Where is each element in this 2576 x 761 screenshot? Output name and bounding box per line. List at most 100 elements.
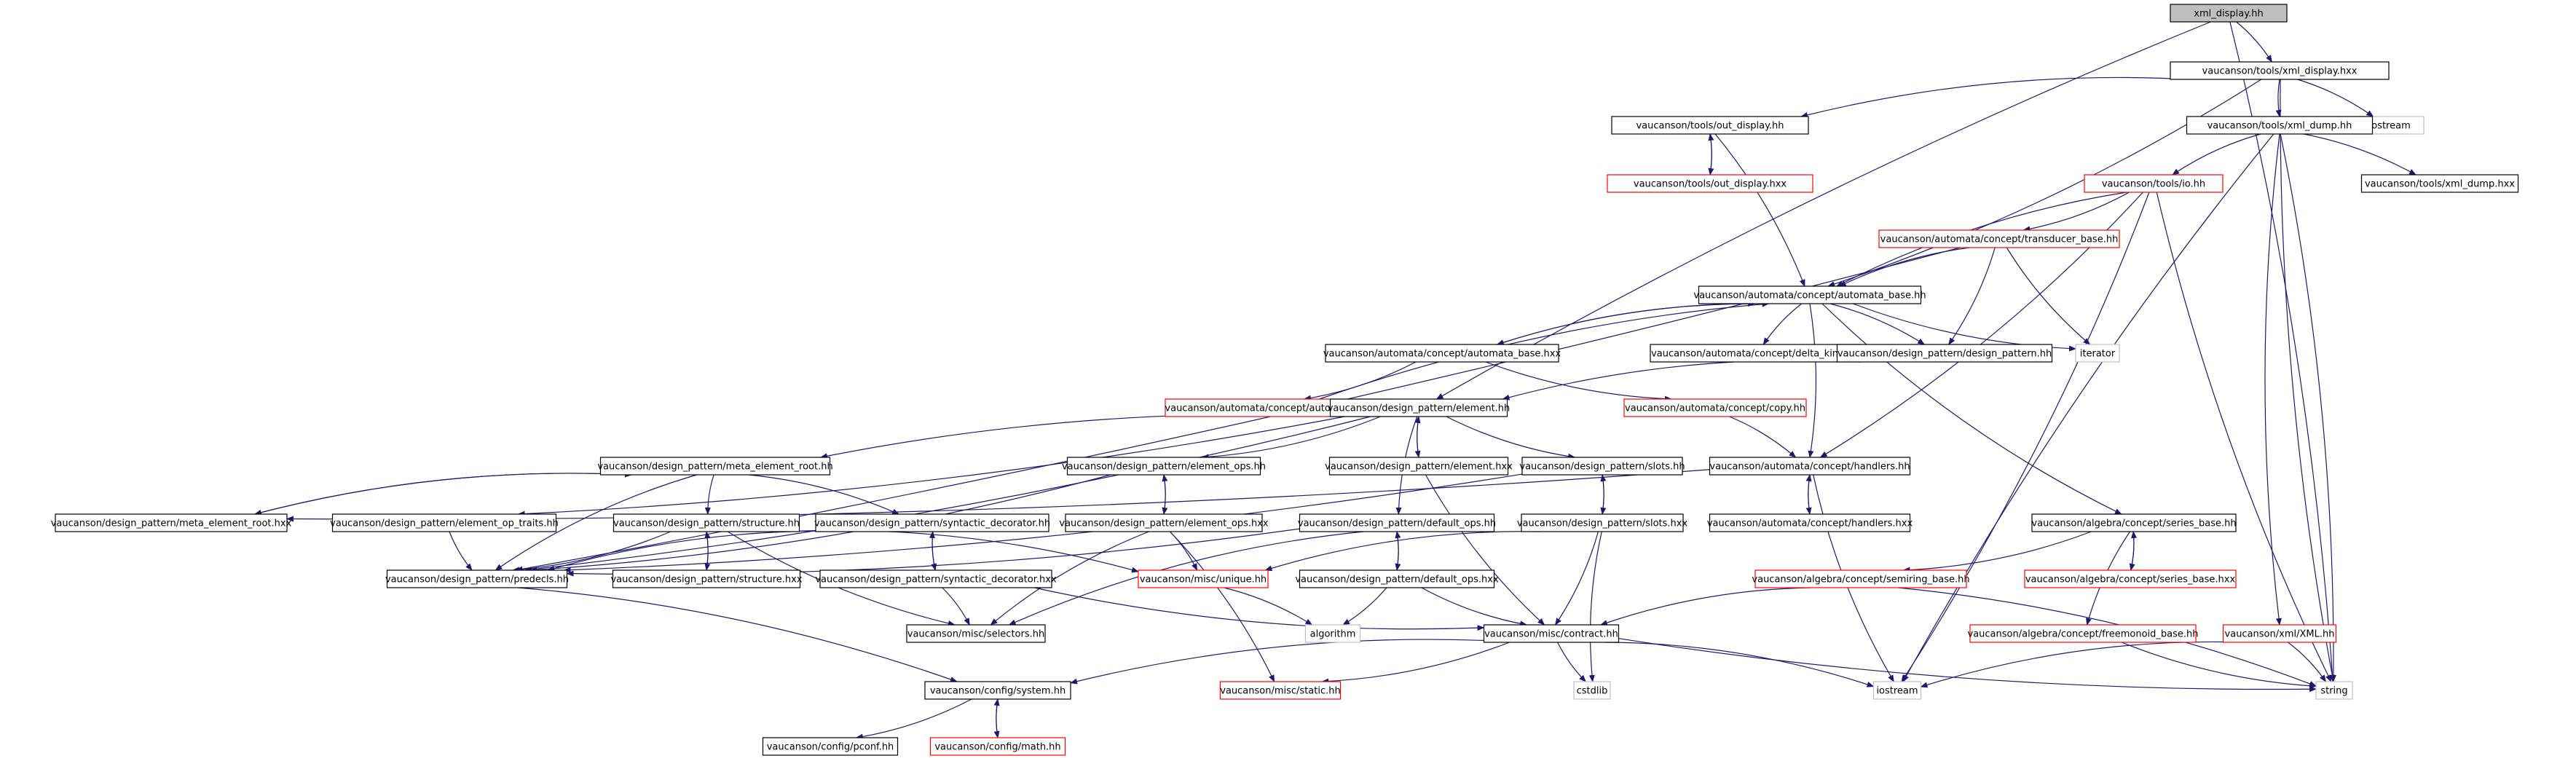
node-pconf[interactable]: vaucanson/config/pconf.hh	[762, 737, 899, 756]
node-label: vaucanson/automata/concept/automata_base…	[1693, 291, 1926, 301]
node-structure-hxx[interactable]: vaucanson/design_pattern/structure.hxx	[610, 569, 803, 588]
node-box	[2075, 344, 2120, 363]
node-math: vaucanson/config/math.hh	[929, 737, 1066, 756]
node-xml-dump-hxx[interactable]: vaucanson/tools/xml_dump.hxx	[2360, 174, 2519, 193]
include-edge-xml_display_hxx-to-ostream	[2297, 79, 2374, 117]
node-box	[2170, 4, 2288, 23]
node-meta-element-root-hh[interactable]: vaucanson/design_pattern/meta_element_ro…	[597, 457, 833, 476]
include-edge-structure_hh-to-unique_hh	[784, 529, 1139, 573]
node-box	[1709, 457, 1911, 476]
node-xml-display-hxx[interactable]: vaucanson/tools/xml_display.hxx	[2170, 61, 2390, 80]
node-label: vaucanson/algebra/concept/semiring_base.…	[1752, 575, 1969, 585]
node-label: vaucanson/design_pattern/element.hxx	[1325, 462, 1513, 473]
node-label: vaucanson/design_pattern/element_ops.hxx	[1059, 518, 1269, 529]
node-label: xml_display.hh	[2194, 9, 2263, 20]
include-edge-contract-to-system_hh	[1070, 639, 1484, 685]
node-handlers-hh[interactable]: vaucanson/automata/concept/handlers.hh	[1709, 457, 1911, 476]
node-element-op-traits[interactable]: vaucanson/design_pattern/element_op_trai…	[330, 513, 559, 532]
node-element-hxx[interactable]: vaucanson/design_pattern/element.hxx	[1325, 457, 1513, 476]
node-out-display-hh[interactable]: vaucanson/tools/out_display.hh	[1611, 116, 1809, 135]
include-edge-meta_element_root_hh-to-syntactic_decorator_hh	[748, 474, 900, 515]
node-box	[2031, 513, 2237, 532]
include-edge-contract-to-cstdlib	[1557, 642, 1587, 682]
node-freemonoid-base: vaucanson/algebra/concept/freemonoid_bas…	[1968, 624, 2199, 643]
node-default-ops-hh[interactable]: vaucanson/design_pattern/default_ops.hh	[1298, 513, 1496, 532]
node-label: vaucanson/algebra/concept/freemonoid_bas…	[1968, 629, 2199, 640]
include-edge-element_ops_hxx-to-selectors	[990, 531, 1149, 626]
include-edge-semiring_base-to-string	[1897, 587, 2317, 687]
node-xml-hh: vaucanson/xml/XML.hh	[2222, 624, 2337, 643]
node-box	[2024, 569, 2237, 588]
node-box	[924, 681, 1071, 700]
node-element-ops-hxx[interactable]: vaucanson/design_pattern/element_ops.hxx	[1059, 513, 1269, 532]
node-design-pattern-hh[interactable]: vaucanson/design_pattern/design_pattern.…	[1836, 344, 2053, 363]
node-iostream: iostream	[1872, 681, 1922, 700]
node-meta-element-root-hxx[interactable]: vaucanson/design_pattern/meta_element_ro…	[51, 513, 292, 532]
node-xml-dump-hh[interactable]: vaucanson/tools/xml_dump.hh	[2186, 116, 2374, 135]
include-edge-semiring_base-to-contract	[1600, 587, 1812, 626]
node-box	[1607, 174, 1813, 193]
include-edge-meta_element_root_hxx-to-meta_element_root_hh	[254, 471, 633, 515]
node-box	[1329, 398, 1508, 417]
node-box	[1698, 285, 1922, 304]
include-edge-transducer_base-to-automata_base_hh	[1838, 247, 1970, 287]
include-edge-xml_dump_hh-to-xml_dump_hxx	[2303, 133, 2417, 176]
node-root[interactable]: xml_display.hh	[2170, 4, 2288, 23]
include-edge-element_hxx-to-element_hh	[1414, 416, 1421, 458]
node-selectors[interactable]: vaucanson/misc/selectors.hh	[906, 624, 1046, 643]
node-box	[1878, 229, 2120, 248]
node-contract[interactable]: vaucanson/misc/contract.hh	[1483, 624, 1620, 643]
node-label: vaucanson/tools/out_display.hh	[1636, 121, 1784, 132]
include-edge-syntactic_decorator_hxx-to-syntactic_decorator_hh	[929, 531, 936, 571]
node-structure-hh[interactable]: vaucanson/design_pattern/structure.hh	[613, 513, 800, 532]
node-box	[2186, 116, 2374, 135]
node-label: string	[2320, 686, 2347, 697]
node-label: vaucanson/tools/io.hh	[2102, 179, 2205, 190]
node-label: algorithm	[1310, 629, 1356, 640]
node-transducer-base: vaucanson/automata/concept/transducer_ba…	[1878, 229, 2120, 248]
node-syntactic-decorator-hxx[interactable]: vaucanson/design_pattern/syntactic_decor…	[815, 569, 1057, 588]
node-automata-base-hh[interactable]: vaucanson/automata/concept/automata_base…	[1693, 285, 1926, 304]
include-edge-slots_hxx-to-slots_hh	[1600, 474, 1607, 515]
node-label: vaucanson/automata/concept/automata_base…	[1323, 349, 1561, 360]
include-edge-series_base_hxx-to-series_base_hh	[2130, 531, 2138, 571]
include-edge-math-to-system_hh	[993, 698, 1000, 738]
node-label: cstdlib	[1577, 686, 1608, 697]
node-slots-hxx[interactable]: vaucanson/design_pattern/slots.hxx	[1517, 513, 1688, 532]
node-syntactic-decorator-hh[interactable]: vaucanson/design_pattern/syntactic_decor…	[814, 513, 1050, 532]
node-delta-kind[interactable]: vaucanson/automata/concept/delta_kind.hh	[1650, 344, 1861, 363]
node-box	[1969, 624, 2197, 643]
include-edge-series_base_hh-to-semiring_base	[1902, 531, 2092, 573]
node-box	[762, 737, 899, 756]
node-label: vaucanson/automata/concept/copy.hh	[1625, 403, 1805, 414]
node-automata-base-hxx[interactable]: vaucanson/automata/concept/automata_base…	[1323, 344, 1561, 363]
include-edge-xml_dump_hh-to-io_hh	[2172, 133, 2261, 176]
include-edge-automata_base_hh-to-design_pattern_hh	[1829, 303, 1926, 345]
node-predecls[interactable]: vaucanson/design_pattern/predecls.hh	[385, 569, 569, 588]
include-edge-element_hh-to-predecls	[524, 416, 1371, 572]
node-box	[2084, 174, 2224, 193]
node-system-hh[interactable]: vaucanson/config/system.hh	[924, 681, 1071, 700]
node-label: iostream	[1876, 686, 1918, 697]
node-label: vaucanson/design_pattern/slots.hxx	[1517, 518, 1688, 529]
node-element-hh[interactable]: vaucanson/design_pattern/element.hh	[1328, 398, 1510, 417]
node-handlers-hxx[interactable]: vaucanson/automata/concept/handlers.hxx	[1707, 513, 1913, 532]
node-label: vaucanson/design_pattern/meta_element_ro…	[51, 518, 292, 529]
node-box	[1709, 513, 1911, 532]
node-label: vaucanson/algebra/concept/series_base.hh	[2031, 518, 2236, 529]
node-box	[1299, 513, 1495, 532]
node-element-ops-hh[interactable]: vaucanson/design_pattern/element_ops.hh	[1062, 457, 1266, 476]
node-series-base-hh[interactable]: vaucanson/algebra/concept/series_base.hh	[2031, 513, 2237, 532]
node-default-ops-hxx[interactable]: vaucanson/design_pattern/default_ops.hxx	[1295, 569, 1499, 588]
include-edge-element_hh-to-element_ops_hh	[1201, 416, 1381, 460]
include-edge-slots_hxx-to-unique_hh	[1264, 531, 1540, 572]
include-edge-xml_dump_hh-to-xml_hh	[2264, 133, 2282, 626]
node-box	[1219, 681, 1342, 700]
include-edge-root-to-element_hh	[1435, 21, 2211, 400]
include-edge-structure_hh-to-predecls	[512, 531, 671, 573]
node-slots-hh[interactable]: vaucanson/design_pattern/slots.hh	[1519, 457, 1685, 476]
node-label: vaucanson/design_pattern/element_ops.hh	[1062, 462, 1266, 473]
include-edge-handlers_hh-to-meta_element_root_hxx	[286, 469, 1710, 522]
node-box	[1299, 569, 1495, 588]
node-label: vaucanson/misc/selectors.hh	[907, 629, 1044, 640]
